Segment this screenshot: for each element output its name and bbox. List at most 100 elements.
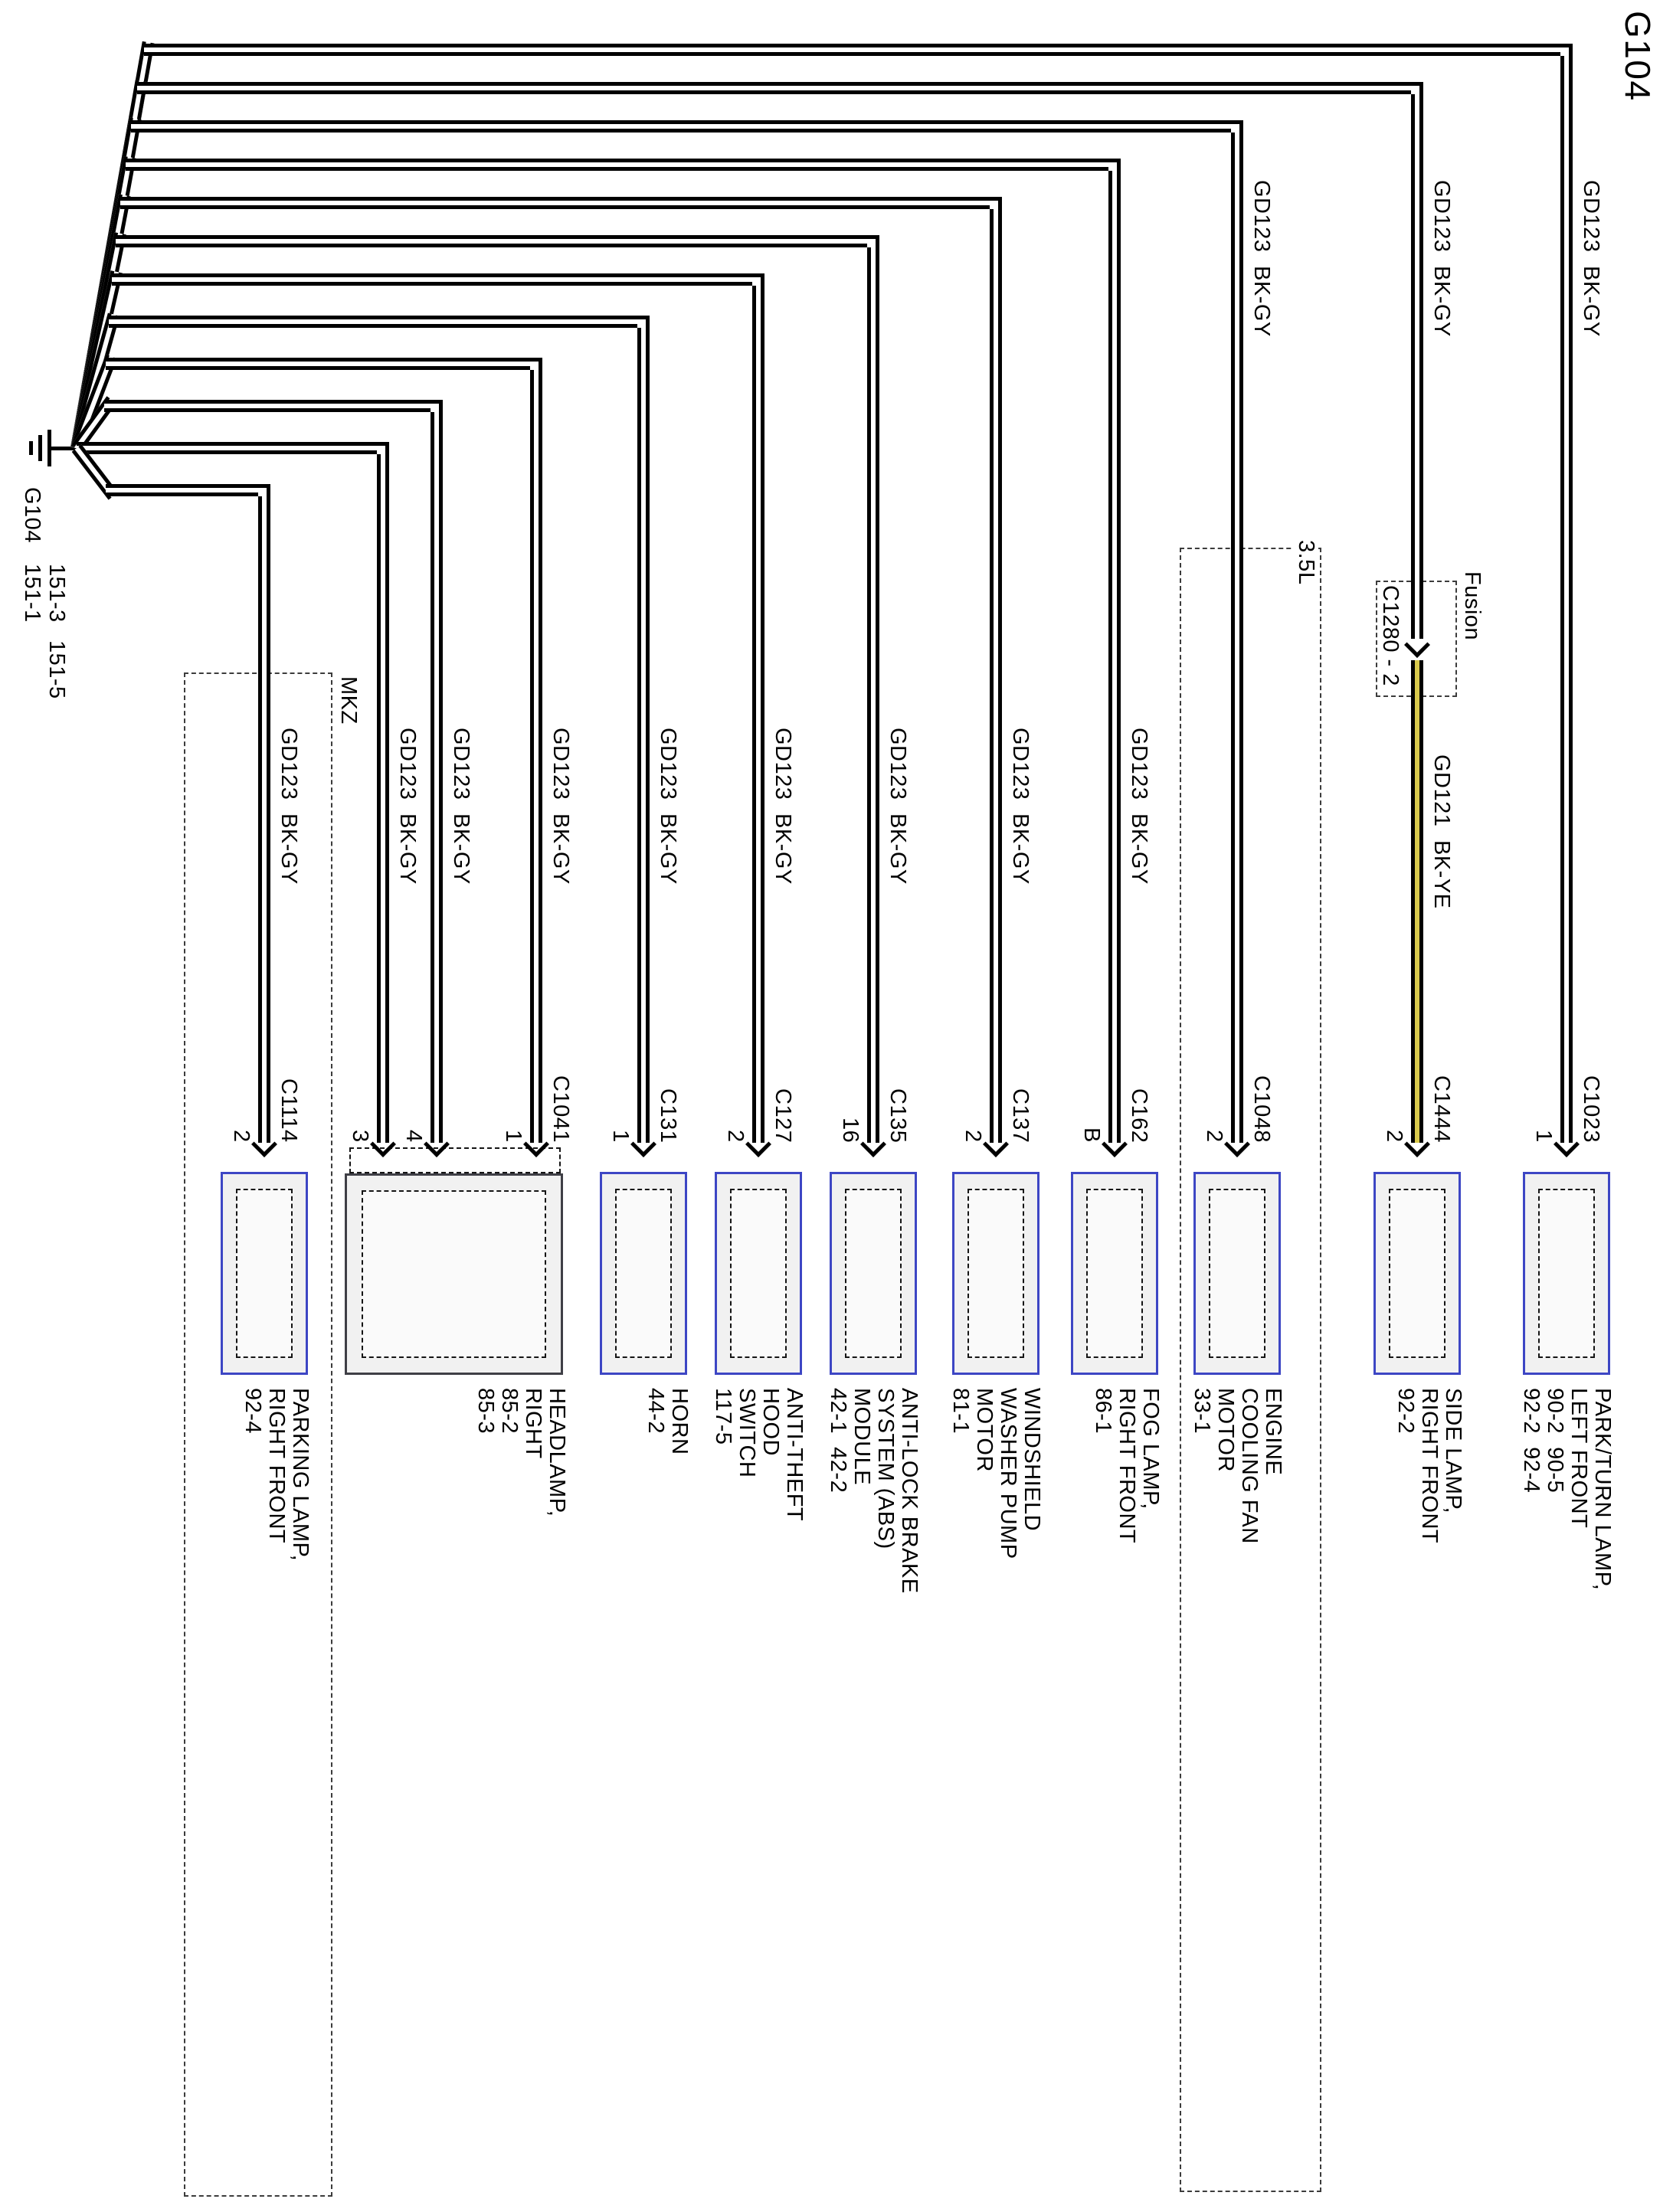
wire-drop (990, 209, 1002, 1143)
wire-corner (1411, 82, 1423, 94)
wire-arrow (630, 1131, 656, 1157)
wire-drop (752, 286, 764, 1143)
wire-color-label: BK-GY (656, 813, 680, 885)
component-name-line: WASHER PUMP (996, 1388, 1020, 1559)
circuit-id-label: GD123 (886, 728, 910, 800)
v35l-variant-label: 3.5L (1293, 538, 1318, 587)
v35l-variant-outline (1180, 548, 1321, 2192)
pin-number: 2 (1202, 1130, 1226, 1143)
wire-run (131, 120, 1231, 133)
wire-drop (1560, 56, 1573, 1143)
pin-number: 1 (608, 1130, 633, 1143)
wire-color-label: BK-GY (1008, 813, 1033, 885)
component-name-line: HEADLAMP, (545, 1388, 569, 1517)
component-name-line: PARK/TURN LAMP, (1590, 1388, 1615, 1591)
component-name-line: 92-2 92-4 (1519, 1388, 1544, 1494)
wire-arrow (860, 1131, 886, 1157)
circuit-id-label: GD123 (1008, 728, 1033, 800)
wire-color-label: BK-GY (449, 813, 473, 885)
ground-bar (38, 435, 42, 461)
component-name-line: 81-1 (948, 1388, 973, 1435)
wire-drop (258, 496, 270, 1143)
wire-drop (431, 412, 443, 1143)
wire-run (137, 82, 1411, 94)
circuit-id-label: GD123 (449, 728, 473, 800)
ground-page-ref-2: 151-3 (44, 564, 69, 623)
circuit-id-label: GD123 (1249, 180, 1274, 253)
connector-pin-cavity (730, 1189, 787, 1358)
pin-number: 3 (348, 1130, 372, 1143)
connector-id-label: C137 (1008, 1088, 1033, 1143)
wire-run (77, 442, 377, 454)
component-name-line: PARKING LAMP, (288, 1388, 313, 1562)
circuit-id-label: GD123 (395, 728, 420, 800)
pin-number: 4 (401, 1130, 426, 1143)
wire-color-label: BK-GY (1429, 266, 1454, 337)
component-name-line: 85-3 (473, 1388, 498, 1435)
wire-color-label: BK-GY (277, 813, 301, 885)
component-name-line: RIGHT (521, 1388, 545, 1459)
wire-drop (1108, 171, 1121, 1143)
ground-id-label: G104 (20, 487, 44, 543)
component-name-line: SIDE LAMP, (1441, 1388, 1465, 1514)
wire-arrow (1554, 1131, 1580, 1157)
wire-run (126, 159, 1108, 171)
circuit-id-label: GD121 (1429, 754, 1454, 827)
mkz-variant-label: MKZ (336, 674, 361, 727)
component-name-line: ANTI-THEFT (782, 1388, 807, 1522)
pin-number: 16 (838, 1117, 863, 1143)
circuit-id-label: GD123 (548, 728, 573, 800)
component-name-line: HOOD (758, 1388, 783, 1456)
connector-id-label: C127 (771, 1088, 795, 1143)
component-name-line: ENGINE (1261, 1388, 1285, 1476)
wire-drop-bkye (1411, 660, 1423, 1143)
wire-run (112, 273, 752, 286)
pin-number: B (1079, 1127, 1104, 1143)
pin-number: 2 (229, 1130, 254, 1143)
wire-run (144, 44, 1560, 56)
wire-arrow (745, 1131, 771, 1157)
component-name-line: HORN (667, 1388, 692, 1455)
wire-corner (377, 442, 389, 454)
wire-corner (637, 316, 650, 328)
circuit-id-label: GD123 (771, 728, 795, 800)
wire-corner (530, 358, 542, 370)
connector-id-label: C1023 (1579, 1075, 1603, 1143)
fusion-variant-label: Fusion (1460, 571, 1485, 641)
circuit-id-label: GD123 (1127, 728, 1151, 800)
ground-lead (49, 447, 83, 450)
wire-run (109, 316, 637, 328)
wire-color-label: BK-GY (771, 813, 795, 885)
wire-color-label: BK-GY (1249, 266, 1274, 337)
wire-corner (258, 484, 270, 496)
connector-pin-cavity (236, 1189, 293, 1358)
wire-corner (990, 197, 1002, 209)
connector-pin-cavity (1086, 1189, 1143, 1358)
headlamp-connector-strip (349, 1147, 561, 1173)
wire-corner (1560, 44, 1573, 56)
wire-color-label: BK-GY (395, 813, 420, 885)
component-name-line: SWITCH (735, 1388, 759, 1478)
wire-run (116, 235, 867, 247)
wire-color-label: BK-GY (1579, 266, 1603, 337)
component-name-line: 44-2 (643, 1388, 668, 1435)
connector-pin-cavity (845, 1189, 902, 1358)
pin-number: 2 (961, 1130, 985, 1143)
circuit-id-label: GD123 (1429, 180, 1454, 253)
component-name-line: COOLING FAN (1237, 1388, 1262, 1544)
connector-id-label: C1041 (548, 1075, 573, 1143)
component-name-line: 85-2 (497, 1388, 522, 1435)
wire-color-label: BK-GY (548, 813, 573, 885)
wire-run (106, 358, 530, 370)
ground-page-ref-1: 151-1 (20, 564, 44, 623)
component-name-line: FOG LAMP, (1138, 1388, 1163, 1510)
component-name-line: WINDSHIELD (1020, 1388, 1044, 1532)
